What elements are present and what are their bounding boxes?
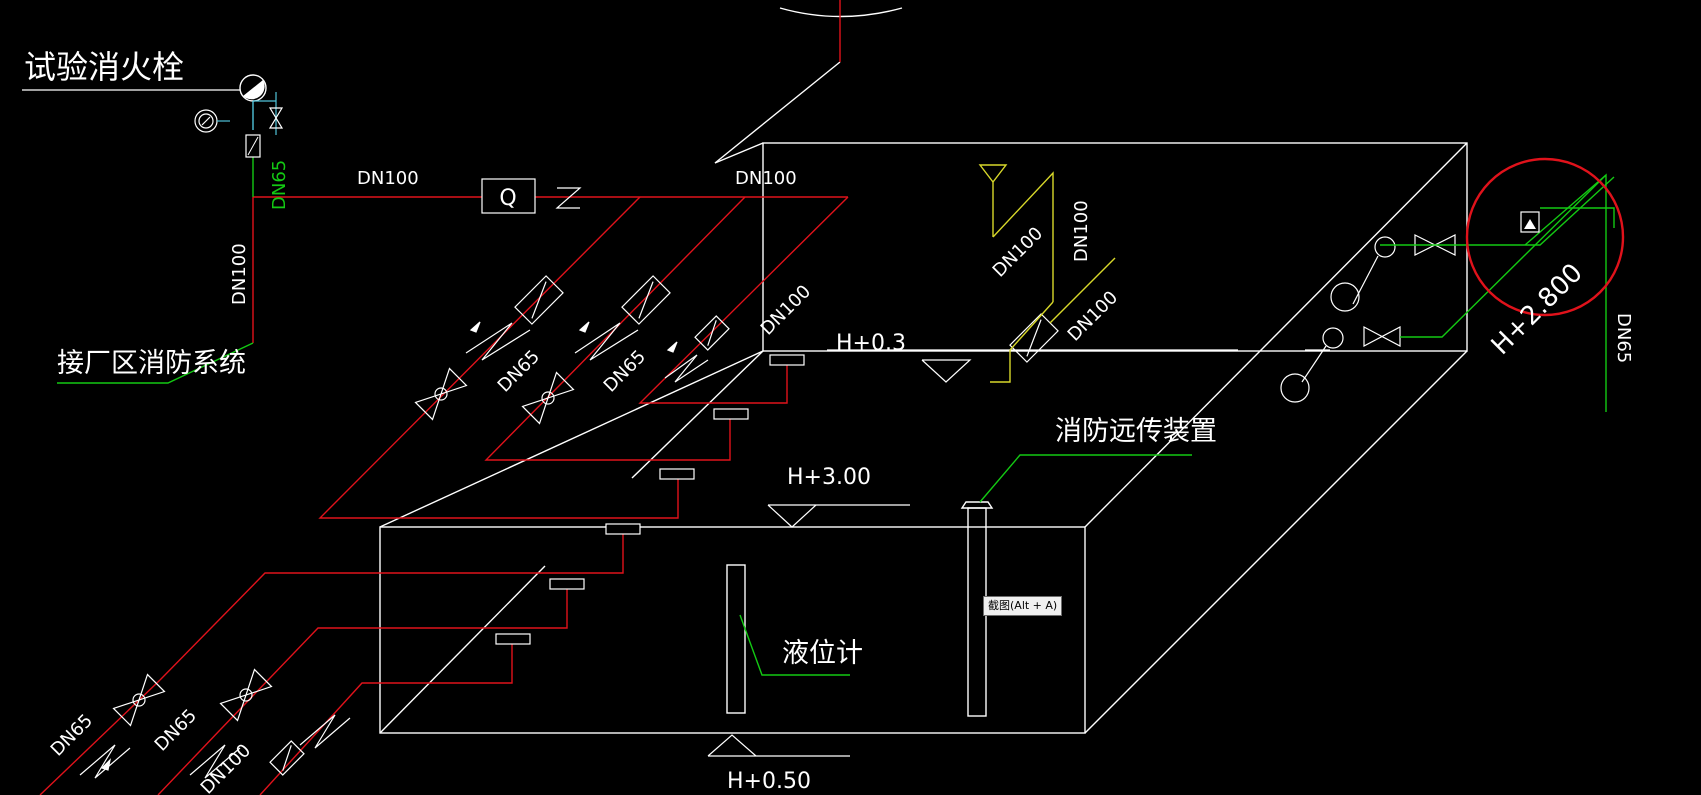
pipe-dn65-branch-1: DN65 bbox=[494, 346, 544, 396]
valve-symbols bbox=[79, 234, 1456, 779]
elevation-top-inner: H+0.3 bbox=[836, 331, 906, 356]
pipe-dn65-bottom-2: DN65 bbox=[151, 705, 201, 755]
pipe-dn100-main-mid: DN100 bbox=[735, 168, 797, 189]
lower-tank-front-face bbox=[379, 526, 1086, 734]
label-test-hydrant: 试验消火栓 bbox=[24, 48, 184, 86]
label-remote-device: 消防远传装置 bbox=[1055, 416, 1217, 447]
pipe-dn100-vertical-left: DN100 bbox=[229, 243, 250, 305]
elevation-top: H+3.00 bbox=[787, 465, 871, 490]
pipe-dn100-yellow-vert: DN100 bbox=[1071, 200, 1092, 262]
label-plant-fire-system: 接厂区消防系统 bbox=[57, 348, 246, 379]
upper-tank-back-face bbox=[762, 142, 1468, 352]
flush-valves bbox=[495, 354, 805, 645]
level-gauge-symbol bbox=[726, 501, 994, 717]
flow-meter: Q bbox=[481, 178, 582, 214]
pipe-dn100-diag-upper: DN100 bbox=[757, 281, 815, 339]
tank-outline bbox=[379, 7, 1468, 734]
flow-meter-label: Q bbox=[499, 186, 516, 211]
pipe-dn100-yellow-lower: DN100 bbox=[1064, 287, 1122, 345]
yellow-pipes bbox=[978, 164, 1116, 383]
test-hydrant-assembly bbox=[22, 74, 284, 158]
green-pipes bbox=[57, 140, 1615, 676]
pipe-dn65-bottom-1: DN65 bbox=[47, 710, 97, 760]
level-marks bbox=[707, 349, 1330, 757]
pipe-dn100-main-left: DN100 bbox=[357, 168, 419, 189]
pipe-dn65-right: DN65 bbox=[1613, 313, 1634, 363]
highlight-circle bbox=[1465, 157, 1625, 317]
elevation-bottom: H+0.50 bbox=[727, 769, 811, 794]
indicator-symbol bbox=[1520, 211, 1540, 233]
label-level-gauge: 液位计 bbox=[782, 638, 863, 669]
pipe-dn65-branch-2: DN65 bbox=[600, 346, 650, 396]
screenshot-tooltip: 截图(Alt + A) bbox=[983, 596, 1063, 616]
pipe-dn65-vertical-top: DN65 bbox=[269, 160, 290, 210]
pipe-dn100-bottom: DN100 bbox=[197, 740, 255, 795]
